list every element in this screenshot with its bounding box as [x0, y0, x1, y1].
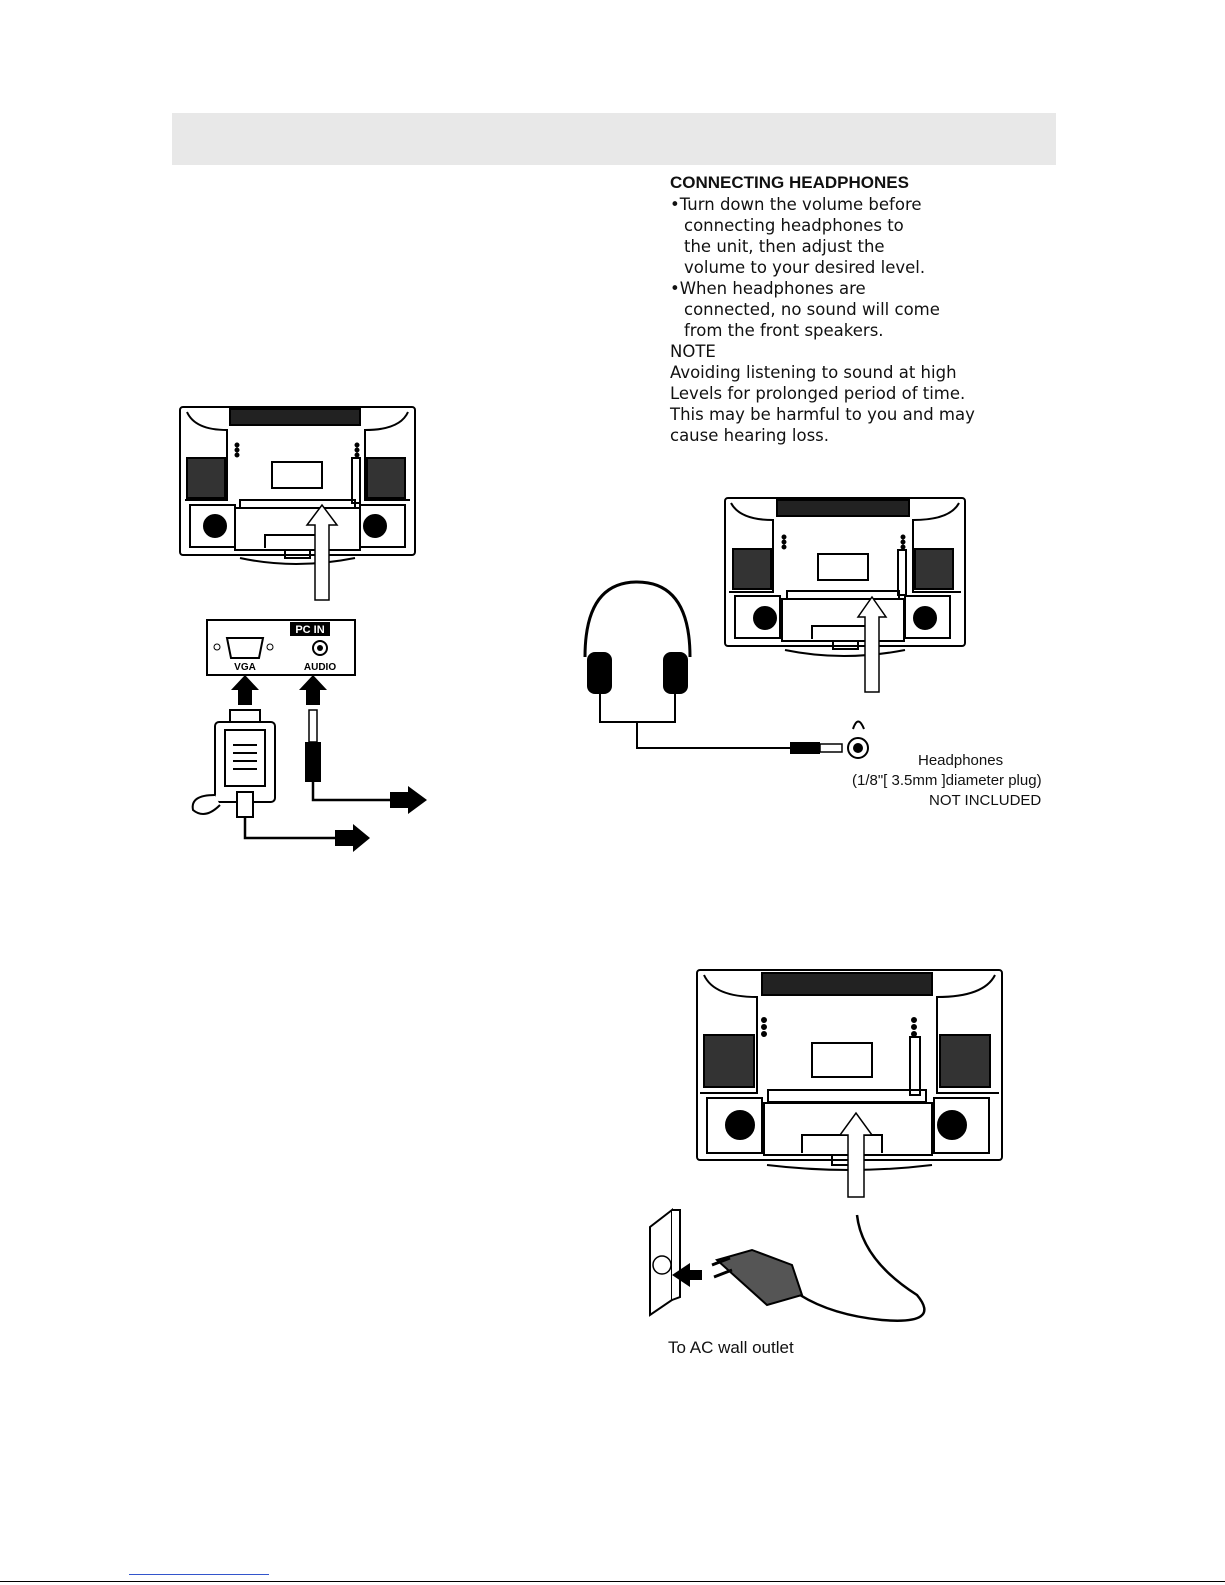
- note-label: NOTE: [670, 342, 716, 361]
- right-arrow: [390, 786, 427, 814]
- headphones-label: Headphones: [918, 752, 1004, 769]
- instruction-line: •When headphones are: [670, 279, 866, 298]
- tv-rear-view: [724, 497, 966, 657]
- vga-cable-connector: [191, 709, 276, 818]
- instruction-line: from the front speakers.: [684, 321, 884, 340]
- ac-outlet-label: To AC wall outlet: [668, 1338, 794, 1357]
- power-plug: [711, 1248, 804, 1307]
- vga-label: VGA: [234, 662, 256, 673]
- headphone-plug: [790, 742, 843, 754]
- instruction-line: connected, no sound will come: [684, 300, 940, 319]
- pc-in-panel: [206, 619, 356, 676]
- page-bottom-rule: [0, 1581, 1225, 1582]
- plug-arrow: [672, 1263, 702, 1287]
- power-cord: [799, 1214, 926, 1322]
- pc-connection-diagram: PC IN VGA AUDIO: [179, 406, 427, 852]
- tv-rear-view: [179, 406, 416, 565]
- up-arrow: [299, 675, 327, 705]
- instruction-line: the unit, then adjust the: [684, 237, 885, 256]
- note-line: Avoiding listening to sound at high: [670, 363, 957, 382]
- not-included-label: NOT INCLUDED: [929, 792, 1042, 809]
- plug-size-label: (1/8"[ 3.5mm ]diameter plug): [852, 772, 1042, 789]
- instruction-line: •Turn down the volume before: [670, 195, 922, 214]
- audio-cable: [311, 782, 395, 802]
- note-line: This may be harmful to you and may: [670, 405, 975, 424]
- note-line: Levels for prolonged period of time.: [670, 384, 966, 403]
- headphone-jack-icon: [847, 720, 869, 759]
- right-arrow: [335, 824, 370, 852]
- up-arrow: [231, 675, 259, 705]
- section-header-band: [172, 113, 1056, 165]
- pointer-arrow: [838, 1111, 874, 1198]
- pointer-arrow: [305, 503, 339, 601]
- wall-outlet-icon: [649, 1207, 681, 1317]
- headphones-connection-diagram: [583, 497, 966, 759]
- audio-label: AUDIO: [304, 662, 336, 673]
- pc-in-label: PC IN: [295, 624, 324, 636]
- section-heading: CONNECTING HEADPHONES: [670, 173, 909, 192]
- audio-cable-plug: [305, 709, 321, 782]
- headphones-icon: [583, 580, 790, 749]
- instruction-line: volume to your desired level.: [684, 258, 926, 277]
- ac-power-diagram: [649, 969, 1003, 1322]
- instruction-line: connecting headphones to: [684, 216, 904, 235]
- pointer-arrow: [856, 595, 888, 693]
- note-line: cause hearing loss.: [670, 426, 830, 445]
- headphones-instructions: CONNECTING HEADPHONES •Turn down the vol…: [670, 172, 1050, 446]
- vga-cable: [243, 817, 350, 840]
- footer-link-line: [129, 1574, 269, 1575]
